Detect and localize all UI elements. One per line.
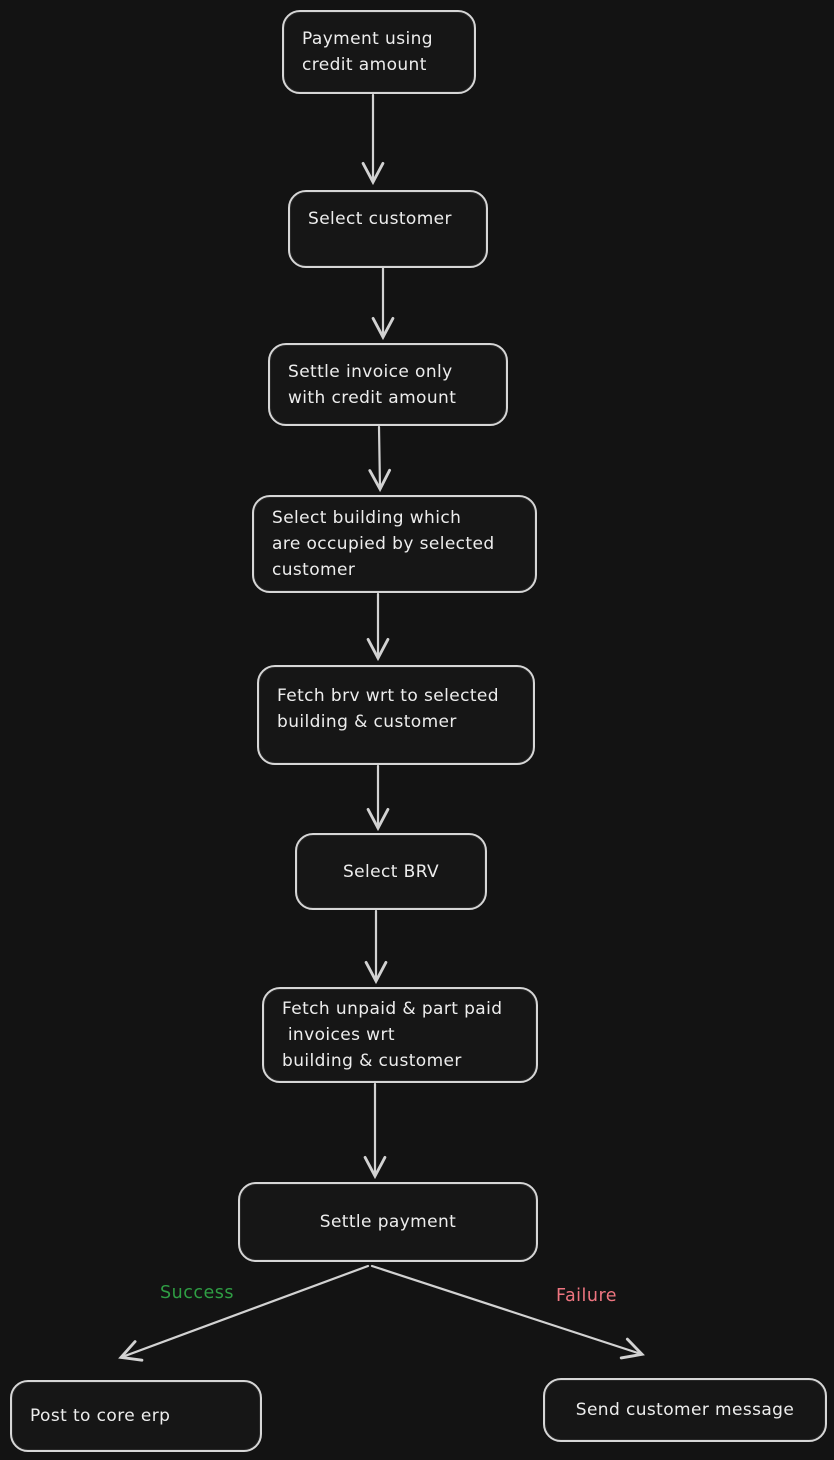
node-send-customer-message: Send customer message xyxy=(543,1378,827,1442)
node-settle-invoice-only-with-credit-amount: Settle invoice only with credit amount xyxy=(268,343,508,426)
edge-label-success: Success xyxy=(160,1283,234,1303)
node-fetch-brv: Fetch brv wrt to selected building & cus… xyxy=(257,665,535,765)
node-label: Fetch unpaid & part paid invoices wrt bu… xyxy=(282,999,503,1071)
node-label: Send customer message xyxy=(575,1400,795,1420)
node-label: Settle invoice only with credit amount xyxy=(288,361,457,408)
node-label: Select building which are occupied by se… xyxy=(272,508,495,580)
node-settle-payment: Settle payment xyxy=(238,1182,538,1262)
node-label: Fetch brv wrt to selected building & cus… xyxy=(277,686,499,732)
node-select-brv: Select BRV xyxy=(295,833,487,910)
node-label: Select BRV xyxy=(342,861,440,882)
node-post-to-core-erp: Post to core erp xyxy=(10,1380,262,1452)
edge-success-to-post-erp xyxy=(118,1264,370,1362)
edge-settle-invoice-to-select-building xyxy=(368,425,392,493)
node-fetch-unpaid-invoices: Fetch unpaid & part paid invoices wrt bu… xyxy=(262,987,538,1083)
edge-label-failure: Failure xyxy=(556,1286,618,1306)
node-label: Post to core erp xyxy=(30,1406,171,1426)
node-payment-using-credit-amount: Payment using credit amount xyxy=(282,10,476,94)
node-select-customer: Select customer xyxy=(288,190,488,268)
edge-failure-to-send-message xyxy=(370,1264,645,1360)
node-label: Settle payment xyxy=(319,1212,457,1232)
node-select-building: Select building which are occupied by se… xyxy=(252,495,537,593)
node-label: Payment using credit amount xyxy=(302,29,433,75)
node-label: Select customer xyxy=(308,209,452,229)
